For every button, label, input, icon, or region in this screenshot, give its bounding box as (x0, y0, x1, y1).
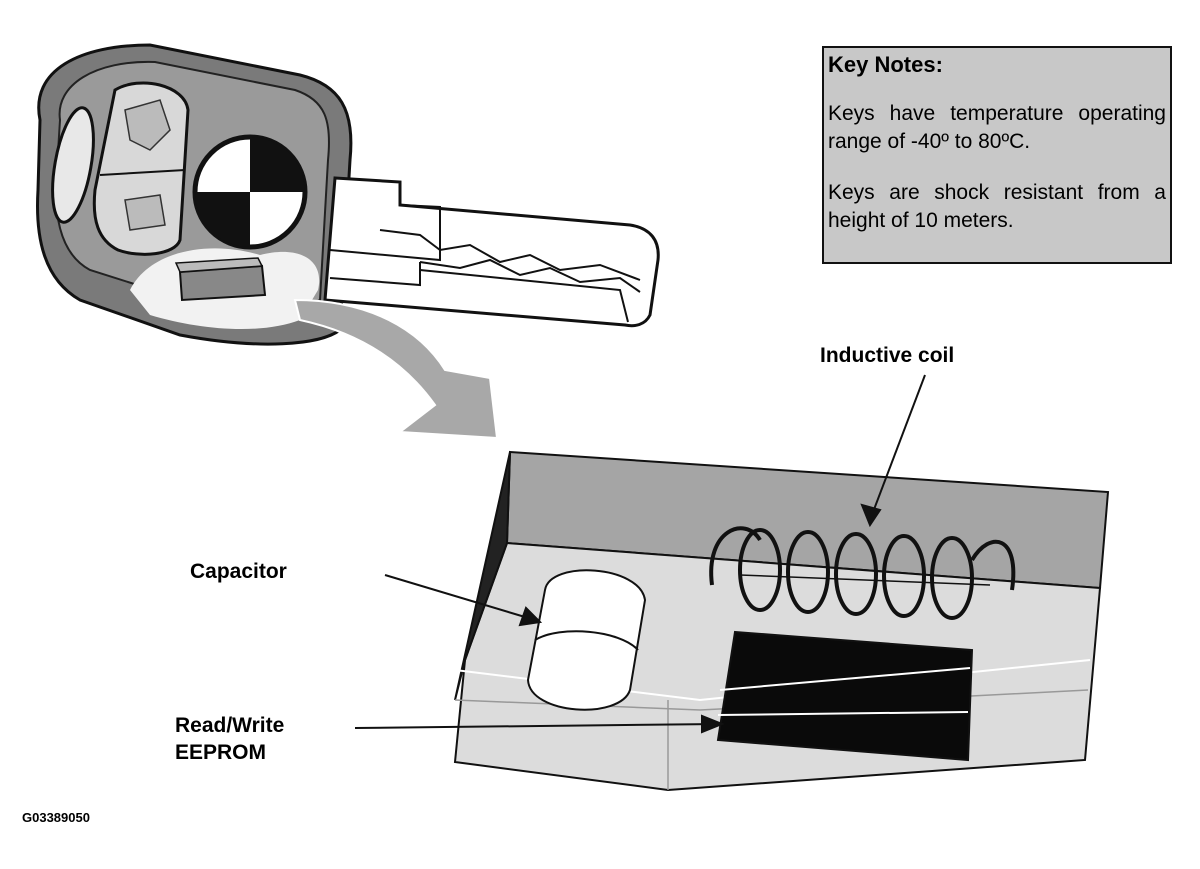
key-notes-box: Key Notes: Keys have temperature operati… (822, 46, 1172, 264)
eeprom-label-line2: EEPROM (175, 741, 267, 765)
brand-roundel (192, 134, 308, 250)
inductive-coil-component (709, 526, 1016, 620)
figure-code: G03389050 (22, 810, 90, 825)
chip-left-side (454, 451, 511, 701)
transponder-chip-small (174, 257, 267, 302)
key-blade (323, 176, 660, 328)
key-notes-title: Key Notes: (828, 52, 943, 77)
key-slot (51, 106, 95, 224)
zoom-arrow (293, 298, 499, 440)
inductive-coil-label: Inductive coil (820, 344, 955, 367)
eeprom-label-line1: Read/Write (175, 714, 285, 737)
key-note-shock: Keys are shock resistant from a height o… (828, 180, 1166, 233)
capacitor-label: Capacitor (190, 560, 287, 583)
eeprom-component (716, 630, 974, 762)
key-fob (36, 43, 660, 346)
key-note-temperature: Keys have temperature operating range of… (828, 102, 1166, 154)
leader-lines (354, 374, 926, 734)
eeprom-label: Read/Write EEPROM (175, 712, 284, 767)
capacitor-component (526, 569, 647, 711)
transponder-chip-large (453, 450, 1110, 792)
